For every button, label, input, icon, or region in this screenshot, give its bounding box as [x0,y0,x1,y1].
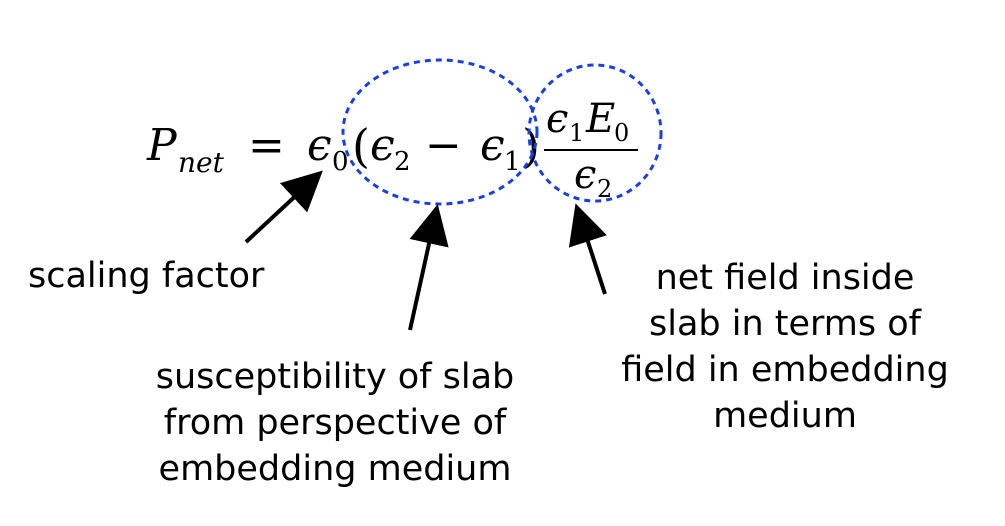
numerator-field-subscript: 0 [614,119,629,147]
scaling-factor-arrow [244,170,323,244]
open-paren: ( [352,119,370,173]
net-field-label-line: medium [713,396,857,436]
denominator-epsilon-symbol: ϵ [574,152,596,198]
net-field-label-line: net field inside [655,258,915,298]
lhs-symbol: P [146,120,178,171]
close-paren: ) [522,119,540,173]
susceptibility-highlight-circle [341,58,539,206]
net-field-label: net field inside slab in terms of field … [580,255,990,439]
net-field-label-line: slab in terms of [648,304,921,344]
epsilon-2-subscript: 2 [394,147,411,177]
minus-sign: − [425,120,462,171]
epsilon-0-symbol: ϵ [307,120,332,171]
net-field-label-line: field in embedding [621,350,949,390]
numerator-field-symbol: E [585,96,615,142]
epsilon-1-symbol: ϵ [480,120,505,171]
net-field-highlight-circle [527,63,663,203]
epsilon-0-subscript: 0 [332,147,349,177]
numerator-epsilon-symbol: ϵ [546,96,568,142]
scaling-factor-label: scaling factor [28,256,265,296]
denominator-epsilon-subscript: 2 [597,175,612,203]
susceptibility-arrow [408,204,449,331]
susceptibility-label-line: embedding medium [158,449,512,489]
susceptibility-label-line: from perspective of [163,403,507,443]
equals-sign: = [248,120,285,171]
epsilon-2-symbol: ϵ [370,120,395,171]
equation: P net = ϵ 0 ( ϵ 2 − ϵ 1 ) ϵ 1 E 0 ϵ 2 [146,96,638,203]
susceptibility-label-line: susceptibility of slab [155,357,515,397]
susceptibility-label: susceptibility of slab from perspective … [115,354,555,492]
epsilon-1-subscript: 1 [504,147,521,177]
lhs-subscript: net [178,146,225,179]
net-field-arrow [568,203,607,295]
numerator-epsilon-subscript: 1 [569,119,584,147]
